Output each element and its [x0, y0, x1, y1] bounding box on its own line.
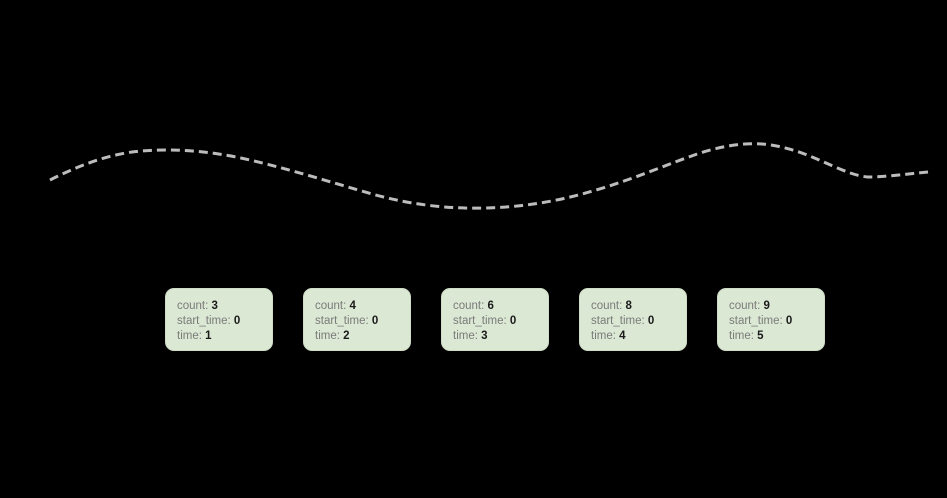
field-start-time: start_time: 0 — [591, 314, 686, 329]
field-key-count: count: — [177, 300, 209, 312]
field-value-count: 8 — [625, 300, 632, 312]
field-value-start-time: 0 — [371, 315, 379, 327]
field-time: time: 5 — [729, 329, 824, 344]
field-count: count: 3 — [177, 299, 272, 314]
field-start-time: start_time: 0 — [729, 314, 824, 329]
field-key-time: time: — [729, 330, 754, 342]
field-key-count: count: — [729, 300, 761, 312]
state-node-2[interactable]: count: 4 start_time: 0 time: 2 — [303, 288, 411, 351]
field-time: time: 3 — [453, 329, 548, 344]
state-node-5[interactable]: count: 9 start_time: 0 time: 5 — [717, 288, 825, 351]
field-value-start-time: 0 — [647, 315, 655, 327]
field-key-count: count: — [315, 300, 347, 312]
field-key-time: time: — [453, 330, 478, 342]
field-count: count: 4 — [315, 299, 410, 314]
field-count: count: 6 — [453, 299, 548, 314]
state-node-4[interactable]: count: 8 start_time: 0 time: 4 — [579, 288, 687, 351]
field-count: count: 9 — [729, 299, 824, 314]
field-value-time: 4 — [619, 330, 626, 342]
field-start-time: start_time: 0 — [315, 314, 410, 329]
field-key-count: count: — [453, 300, 485, 312]
field-value-time: 2 — [343, 330, 350, 342]
field-value-time: 3 — [481, 330, 488, 342]
field-time: time: 2 — [315, 329, 410, 344]
field-key-start-time: start_time: — [177, 315, 231, 327]
field-count: count: 8 — [591, 299, 686, 314]
field-value-start-time: 0 — [233, 315, 241, 327]
field-key-count: count: — [591, 300, 623, 312]
field-key-start-time: start_time: — [591, 315, 645, 327]
field-key-time: time: — [591, 330, 616, 342]
field-value-start-time: 0 — [509, 315, 517, 327]
field-value-count: 6 — [487, 300, 494, 312]
field-value-time: 5 — [757, 330, 764, 342]
field-start-time: start_time: 0 — [453, 314, 548, 329]
field-key-start-time: start_time: — [729, 315, 783, 327]
state-node-3[interactable]: count: 6 start_time: 0 time: 3 — [441, 288, 549, 351]
field-key-start-time: start_time: — [453, 315, 507, 327]
field-key-time: time: — [177, 330, 202, 342]
field-value-count: 9 — [763, 300, 770, 312]
field-time: time: 4 — [591, 329, 686, 344]
state-node-1[interactable]: count: 3 start_time: 0 time: 1 — [165, 288, 273, 351]
field-value-time: 1 — [205, 330, 212, 342]
field-value-count: 3 — [211, 300, 218, 312]
field-start-time: start_time: 0 — [177, 314, 272, 329]
state-node-row: count: 3 start_time: 0 time: 1 count: 4 … — [165, 288, 825, 351]
field-value-count: 4 — [349, 300, 356, 312]
field-key-start-time: start_time: — [315, 315, 369, 327]
dashed-trend-curve — [49, 142, 929, 210]
field-key-time: time: — [315, 330, 340, 342]
field-value-start-time: 0 — [785, 315, 793, 327]
field-time: time: 1 — [177, 329, 272, 344]
